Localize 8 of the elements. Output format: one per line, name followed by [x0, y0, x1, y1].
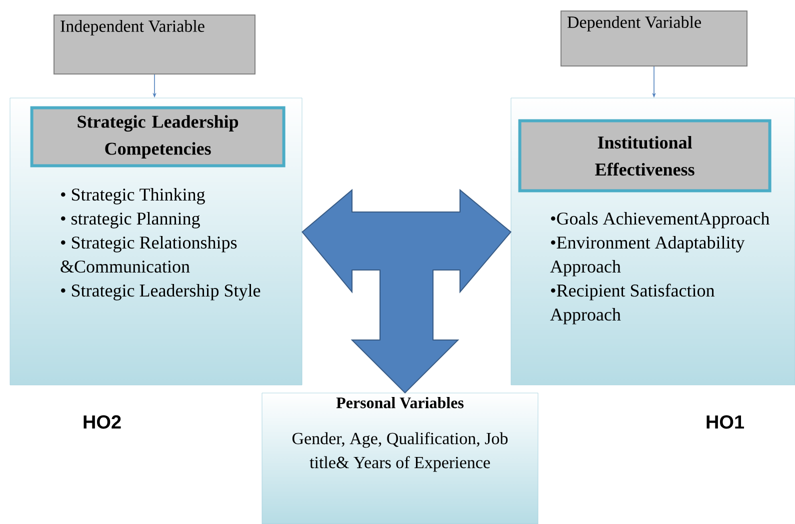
title-box: Institutional Effectiveness: [518, 119, 772, 192]
variable-box: Dependent Variable: [560, 10, 748, 66]
personal-variables-box: Personal Variables Gender, Age, Qualification, Job title& Years of Experience: [262, 392, 538, 524]
hypothesis-label: HO2: [84, 415, 121, 429]
three-way-arrow: [302, 188, 512, 394]
variable-box: Independent Variable: [54, 14, 256, 74]
title-box: Strategic Leadership Competencies: [30, 106, 286, 168]
hypothesis-label: HO1: [706, 415, 744, 429]
